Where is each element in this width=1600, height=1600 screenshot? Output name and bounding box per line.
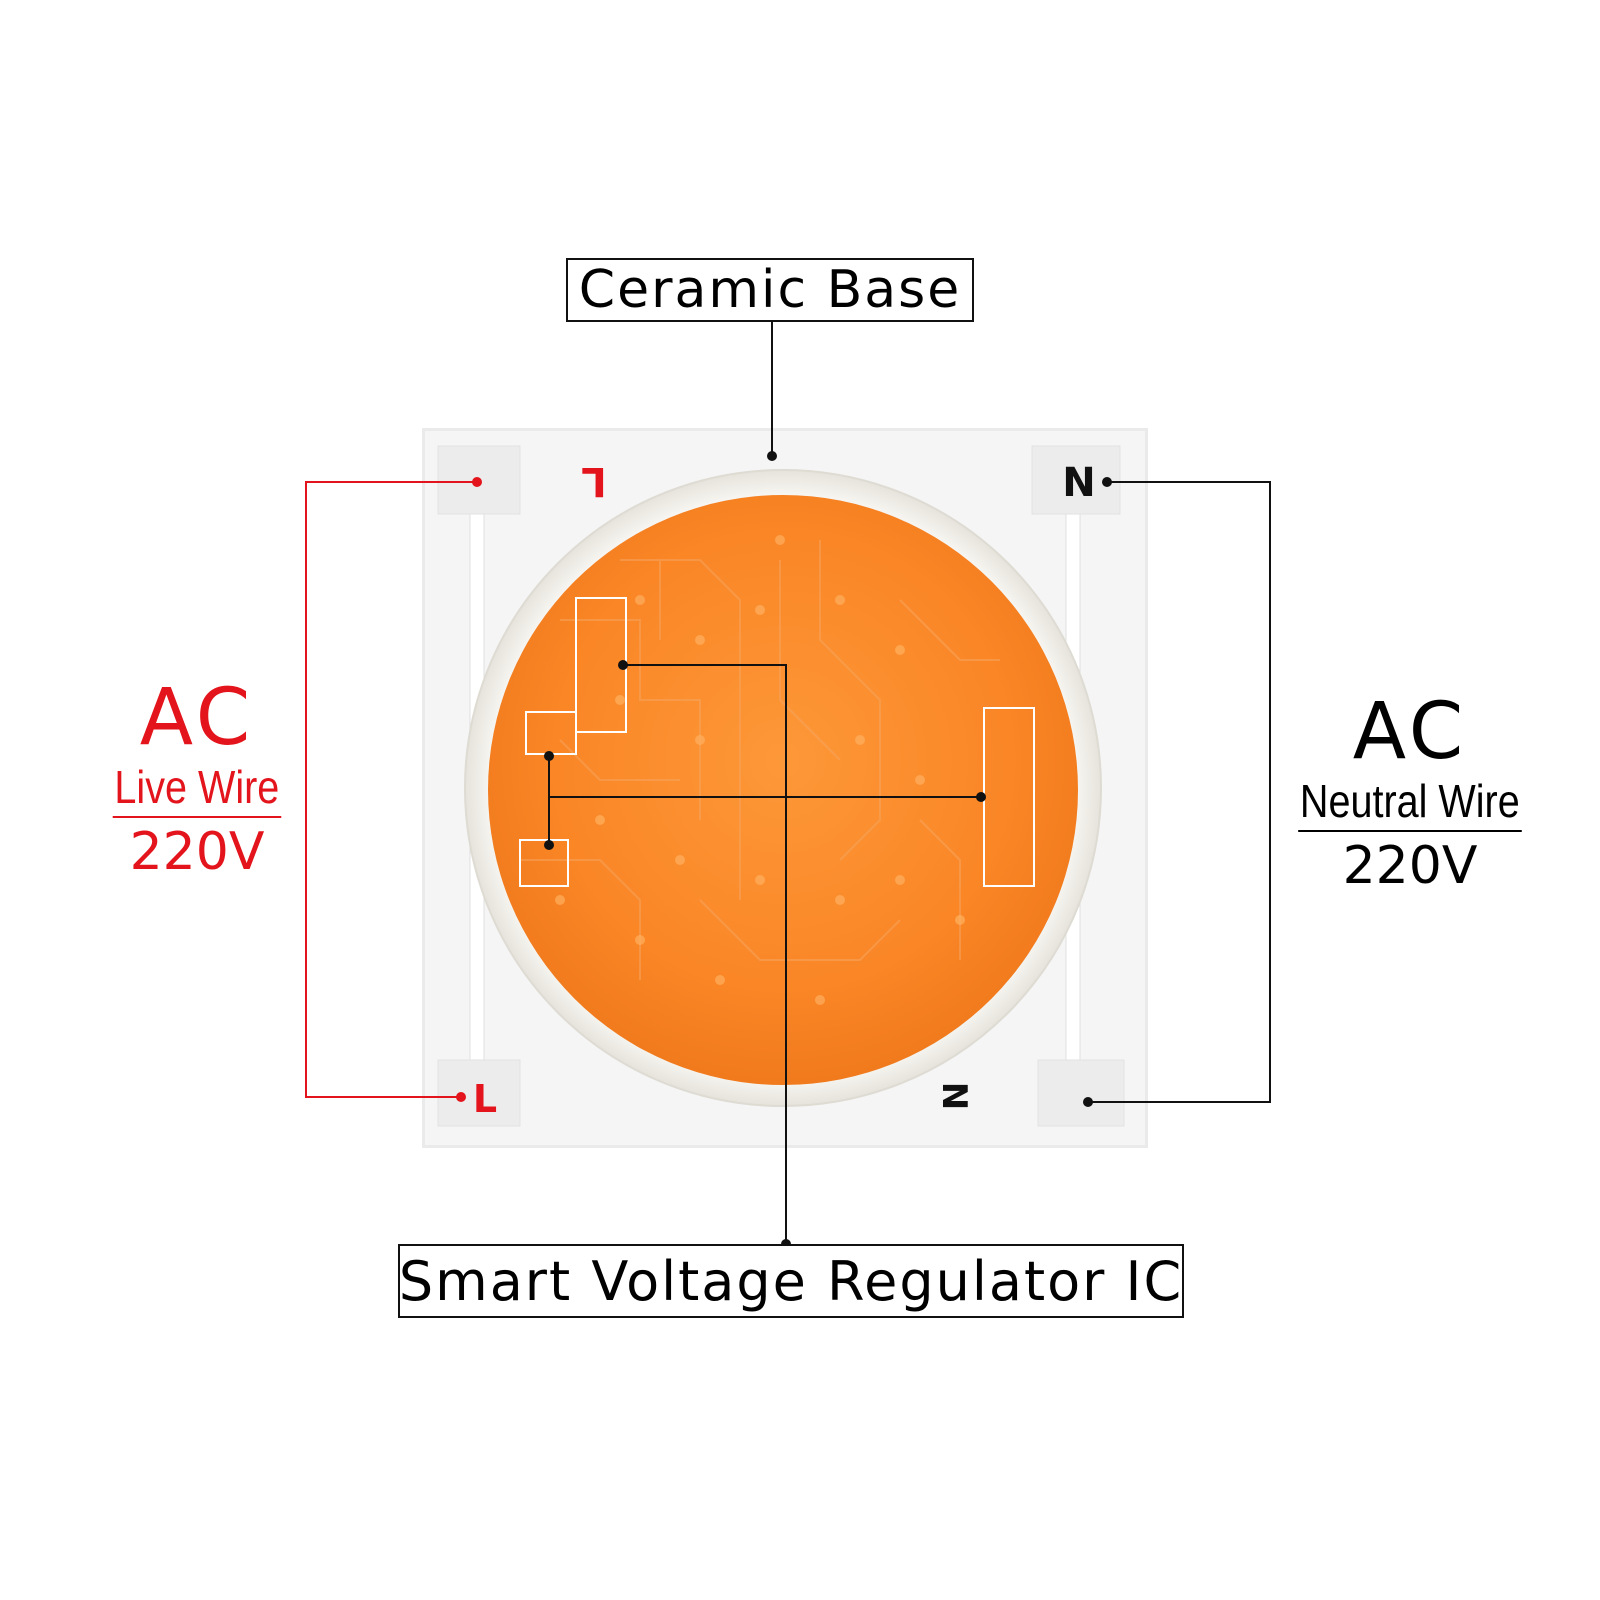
ic-dot-3 — [544, 840, 554, 850]
ic-dot-1 — [618, 660, 628, 670]
neutral-wire-label: Neutral Wire — [1298, 774, 1522, 832]
led-dots — [555, 535, 965, 1005]
live-voltage-label: 220V — [129, 822, 265, 882]
live-wire-label: Live Wire — [112, 760, 282, 818]
neutral-wire-label-group: AC Neutral Wire 220V — [1270, 690, 1550, 900]
ic-callout-main — [623, 664, 787, 1244]
ic-box-3 — [519, 839, 569, 887]
callout-lines — [305, 322, 1271, 1244]
neutral-dot-top — [1102, 477, 1112, 487]
n-mark-bottom: N — [934, 1082, 974, 1110]
neutral-dot-bottom — [1083, 1097, 1093, 1107]
ic-dot-4 — [976, 792, 986, 802]
live-wire-line — [305, 481, 477, 1098]
ceramic-base-label: Ceramic Base — [566, 258, 974, 322]
pad-bottom-right — [1037, 1059, 1125, 1127]
live-wire-label-group: AC Live Wire 220V — [92, 676, 302, 886]
regulator-ic-label: Smart Voltage Regulator IC — [398, 1244, 1184, 1318]
neutral-wire-line — [1088, 481, 1271, 1103]
l-mark-bottom: L — [473, 1077, 497, 1121]
pad-bottom-left — [437, 1059, 521, 1127]
ceramic-dot — [767, 451, 777, 461]
neutral-voltage-label: 220V — [1342, 836, 1478, 896]
live-ac-label: AC — [139, 673, 255, 763]
pad-markings: L L N N — [473, 458, 1096, 1121]
l-mark-top: L — [581, 458, 607, 504]
neutral-ac-label: AC — [1352, 687, 1468, 777]
led-emitter — [464, 469, 1102, 1107]
ic-dot-2 — [544, 751, 554, 761]
live-dot-bottom — [456, 1092, 466, 1102]
live-dot-top — [472, 477, 482, 487]
n-mark-top: N — [1062, 460, 1095, 506]
